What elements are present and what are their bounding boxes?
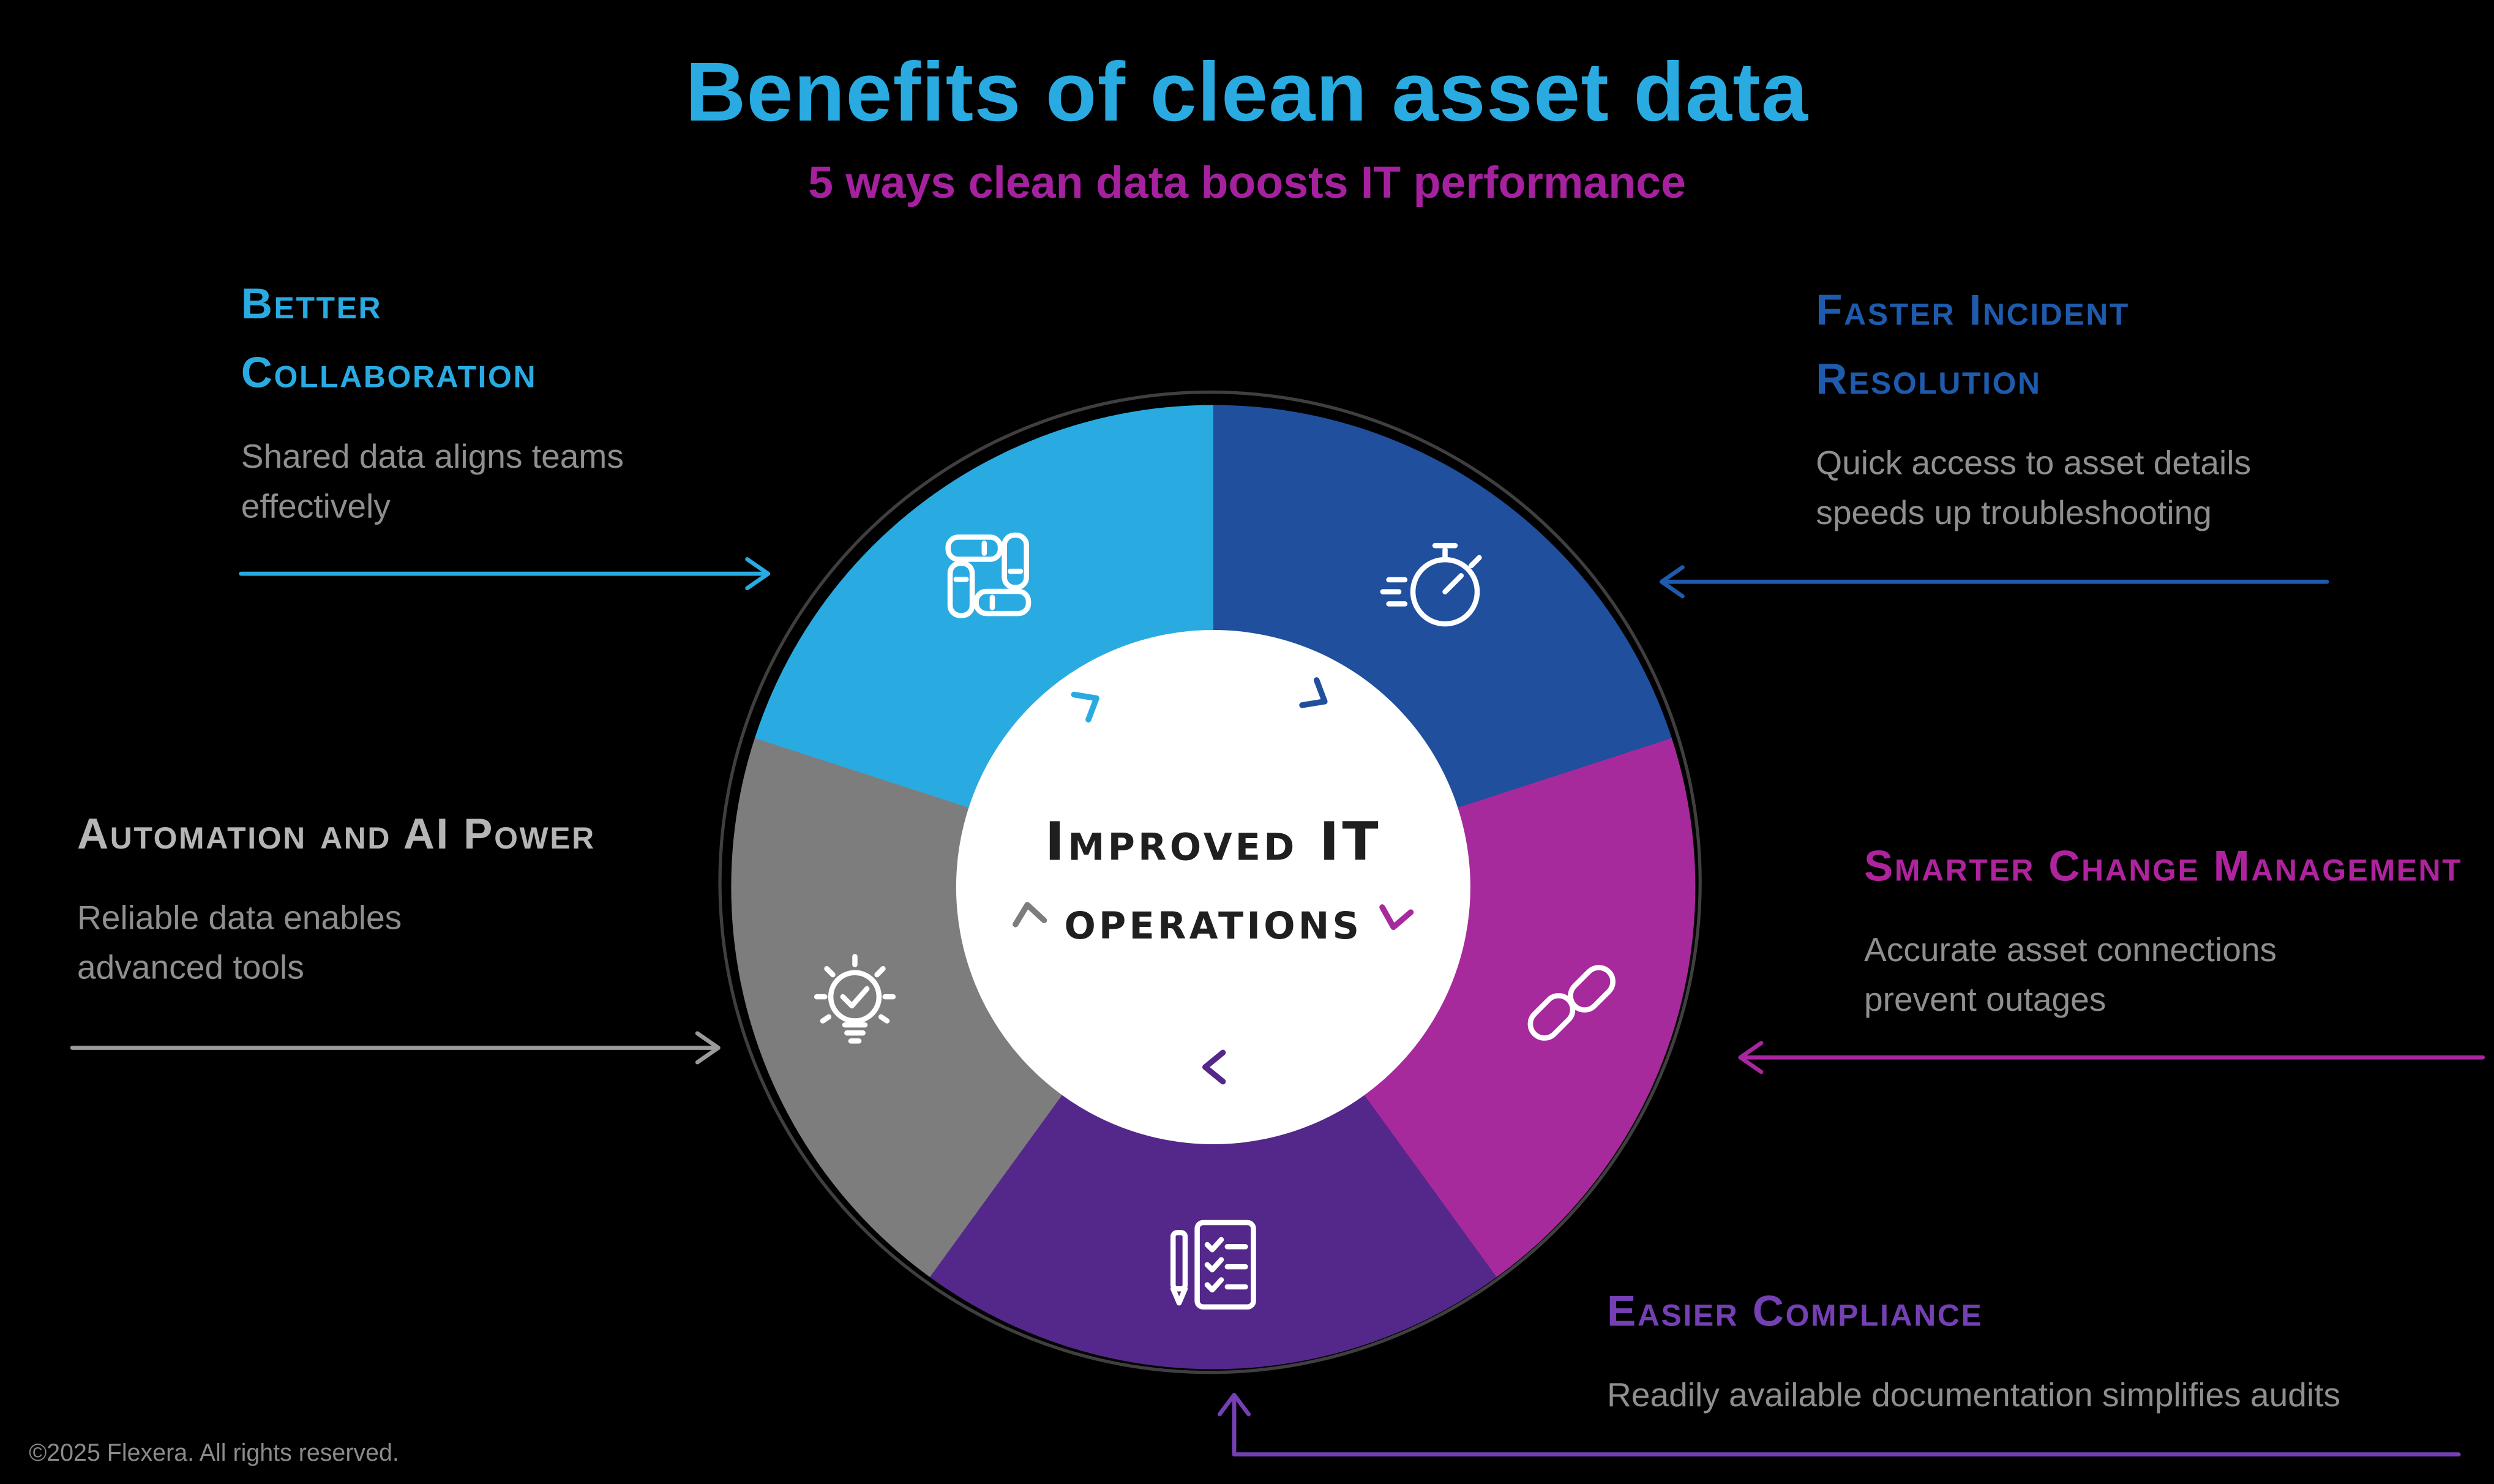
benefits-wheel: Improved IT operations xyxy=(718,390,1702,1374)
benefit-description: Shared data aligns teams effectively xyxy=(241,439,624,525)
cycle-chevron-icon xyxy=(1013,902,1047,928)
checklist-pen-icon xyxy=(1170,1220,1256,1310)
stopwatch-icon xyxy=(1380,542,1482,627)
benefit-description: Accurate asset connections prevent outag… xyxy=(1864,932,2277,1019)
arrow-better-collaboration xyxy=(239,557,771,591)
benefit-description: Quick access to asset details speeds up … xyxy=(1816,446,2252,532)
benefit-description: Reliable data enables advanced tools xyxy=(77,900,402,986)
benefit-faster-incident-resolution: Faster Incident Resolution Quick access … xyxy=(1816,277,2346,539)
copyright-notice: ©2025 Flexera. All rights reserved. xyxy=(29,1440,399,1467)
cycle-chevron-icon xyxy=(1202,1049,1226,1085)
benefit-description: Readily available documentation simplifi… xyxy=(1607,1377,2341,1415)
chain-link-icon xyxy=(1527,965,1616,1041)
benefit-easier-compliance: Easier Compliance Readily available docu… xyxy=(1607,1278,2458,1422)
center-label-line2: operations xyxy=(1064,888,1363,951)
cycle-chevron-icon xyxy=(1071,691,1099,723)
benefit-better-collaboration: Better Collaboration Shared data aligns … xyxy=(241,270,675,533)
arrow-faster-incident-resolution xyxy=(1659,565,2329,599)
benefit-heading: Easier Compliance xyxy=(1607,1287,1983,1336)
benefit-heading: Better Collaboration xyxy=(241,279,537,397)
benefit-smarter-change-management: Smarter Change Management Accurate asset… xyxy=(1864,833,2494,1025)
page-title: Benefits of clean asset data xyxy=(685,47,1809,140)
benefit-heading: Automation and AI Power xyxy=(77,810,596,858)
cycle-chevron-icon xyxy=(1299,677,1328,708)
joined-hands-icon xyxy=(945,532,1032,618)
arrow-smarter-change-management xyxy=(1738,1041,2485,1074)
center-label: Improved IT operations xyxy=(1045,801,1382,961)
arrow-automation-ai-power xyxy=(70,1031,721,1065)
cycle-chevron-icon xyxy=(1379,904,1414,931)
center-label-line1: Improved IT xyxy=(1044,809,1382,872)
benefit-automation-ai-power: Automation and AI Power Reliable data en… xyxy=(77,800,768,993)
wheel-center: Improved IT operations xyxy=(956,630,1470,1144)
page-subtitle: 5 ways clean data boosts IT performance xyxy=(808,157,1686,208)
benefit-heading: Faster Incident Resolution xyxy=(1816,286,2130,404)
lightbulb-check-icon xyxy=(814,954,896,1044)
benefit-heading: Smarter Change Management xyxy=(1864,842,2463,891)
